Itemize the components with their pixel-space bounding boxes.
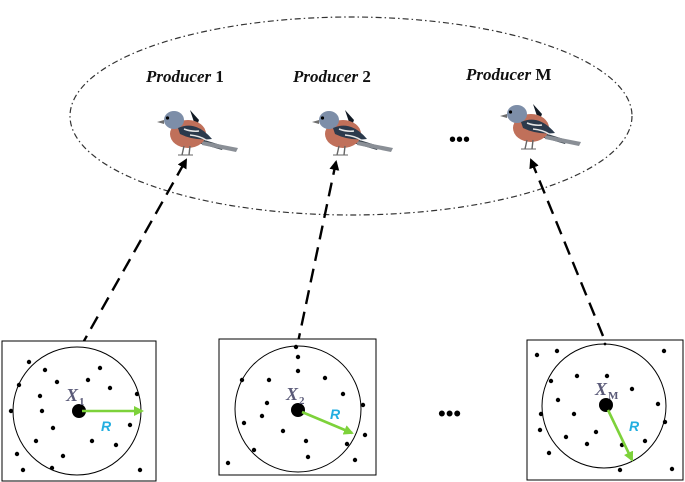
ellipsis-top: ••• <box>449 129 470 151</box>
radius-label: R <box>101 418 112 434</box>
arrow-panel-2-to-producer-2 <box>295 160 340 348</box>
center-point <box>291 403 305 417</box>
radius-label: R <box>330 406 341 422</box>
bird-icon-producer-2 <box>311 109 394 156</box>
center-point <box>72 404 86 418</box>
search-panel-1: X1 R <box>1 340 157 482</box>
center-label: X2 <box>285 384 305 407</box>
producer-label-1: Producer 1 <box>145 67 224 86</box>
producer-label-2: Producer 2 <box>292 67 371 86</box>
producer-label-m: Producer M <box>465 65 551 84</box>
arrow-panel-m-to-producer-m <box>529 158 605 337</box>
producer-group-boundary <box>69 16 633 216</box>
search-panel-m: XM R <box>526 339 684 481</box>
scattered-points <box>534 342 675 473</box>
search-radius-circle <box>234 345 362 473</box>
radius-arrow <box>301 410 354 435</box>
center-point <box>599 398 613 412</box>
radius-label: R <box>629 418 640 434</box>
scattered-points <box>8 359 143 473</box>
center-label: XM <box>594 379 619 402</box>
radius-arrow <box>606 409 634 462</box>
arrow-panel-1-to-producer-1 <box>78 158 188 349</box>
scattered-points <box>225 344 368 466</box>
ellipsis-bottom: ••• <box>438 401 461 426</box>
center-label: X1 <box>65 385 85 408</box>
bird-icon-producer-m <box>499 103 582 150</box>
search-panel-2: X2 R <box>218 338 377 476</box>
bird-icon-producer-1 <box>156 109 239 156</box>
